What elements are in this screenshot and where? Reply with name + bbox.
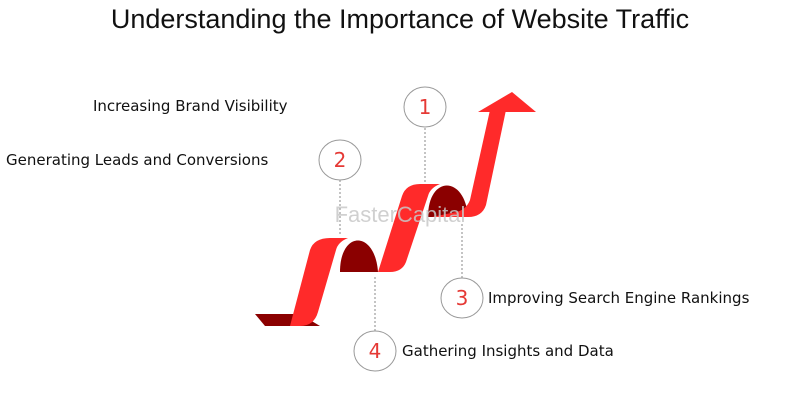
step-2-circle [318,139,362,181]
ribbon-segment-3 [432,110,506,217]
arrow-head [478,92,536,112]
ribbon-fold-3 [428,185,468,217]
watermark: FasterCapital [335,202,466,227]
step-4-label: Gathering Insights and Data [402,342,614,360]
page-title: Understanding the Importance of Website … [110,4,690,34]
ribbon-segment-1 [290,238,348,326]
step-1-number: 1 [419,95,432,119]
ribbon-fold-2 [340,240,378,272]
step-3-label: Improving Search Engine Rankings [488,289,750,307]
step-3-circle [440,277,484,319]
step-4-number: 4 [369,339,382,363]
step-2-label: Generating Leads and Conversions [6,151,269,169]
step-1-label: Increasing Brand Visibility [93,97,288,115]
step-2-number: 2 [334,148,347,172]
step-3-number: 3 [456,286,469,310]
ribbon-segment-2 [340,184,440,272]
step-1-circle [403,86,447,128]
step-4-circle [353,330,397,372]
